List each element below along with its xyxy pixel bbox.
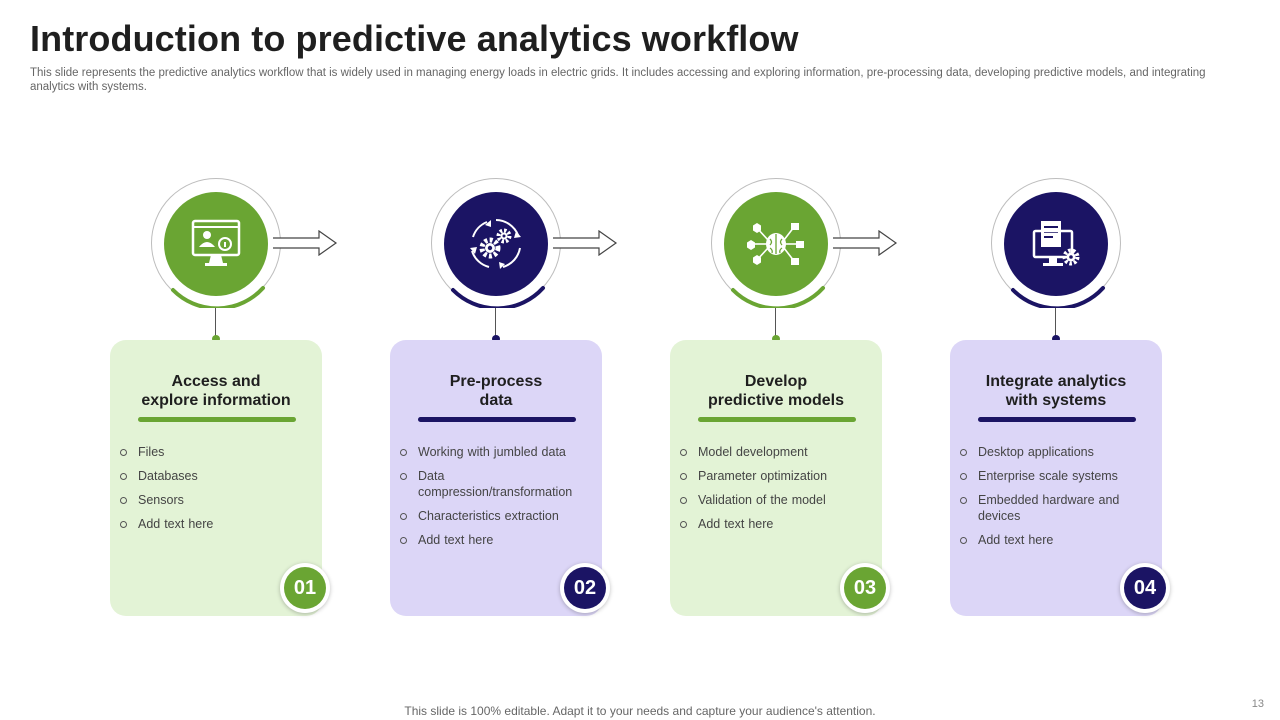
arrow-right-icon [273, 230, 338, 256]
progress-arc [451, 286, 545, 308]
list-item: Add text here [960, 532, 1156, 548]
list-item: Add text here [400, 532, 596, 548]
slide-footer: This slide is 100% editable. Adapt it to… [404, 704, 876, 718]
step-card: Integrate analytics with systems Desktop… [950, 340, 1170, 616]
step-number-badge: 03 [840, 563, 890, 613]
list-item: Data compression/transformation [400, 468, 596, 500]
step-item-list: Desktop applications Enterprise scale sy… [960, 444, 1156, 556]
icon-circle [1004, 192, 1108, 296]
connector-line [775, 308, 776, 336]
progress-arc [1011, 286, 1105, 308]
step-number-badge: 02 [560, 563, 610, 613]
connector-dot [492, 335, 500, 343]
connector-line [495, 308, 496, 336]
step-title: Integrate analytics with systems [985, 373, 1127, 409]
icon-circle [164, 192, 268, 296]
workflow-step-1: Access and explore information Files Dat… [110, 178, 350, 618]
list-item: Characteristics extraction [400, 508, 596, 524]
connector-line [215, 308, 216, 336]
step-item-list: Working with jumbled data Data compressi… [400, 444, 596, 556]
icon-circle [444, 192, 548, 296]
step-title: Develop predictive models [707, 373, 845, 409]
step-card: Develop predictive models Model developm… [670, 340, 890, 616]
title-underline [698, 417, 856, 422]
list-item: Model development [680, 444, 876, 460]
list-item: Add text here [680, 516, 876, 532]
list-item: Files [120, 444, 316, 460]
workflow-step-4: Integrate analytics with systems Desktop… [950, 178, 1190, 618]
connector-line [1055, 308, 1056, 336]
progress-arc [731, 286, 825, 308]
connector-dot [1052, 335, 1060, 343]
workflow-step-2: Pre-process data Working with jumbled da… [390, 178, 630, 618]
step-card: Access and explore information Files Dat… [110, 340, 330, 616]
slide-title: Introduction to predictive analytics wor… [30, 18, 799, 59]
arrow-right-icon [833, 230, 898, 256]
list-item: Embedded hardware and devices [960, 492, 1156, 524]
slide-subtitle: This slide represents the predictive ana… [30, 67, 1206, 93]
title-underline [418, 417, 576, 422]
list-item: Enterprise scale systems [960, 468, 1156, 484]
list-item: Databases [120, 468, 316, 484]
desktop-gear-icon [1032, 221, 1080, 266]
title-underline [138, 417, 296, 422]
progress-arc [171, 286, 265, 308]
list-item: Validation of the model [680, 492, 876, 508]
step-title: Pre-process data [449, 373, 543, 409]
gears-cycle-icon [470, 219, 521, 269]
connector-dot [212, 335, 220, 343]
page-number: 13 [1251, 698, 1264, 710]
monitor-user-info-icon [191, 219, 241, 266]
brain-network-icon [747, 223, 804, 265]
connector-dot [772, 335, 780, 343]
step-item-list: Model development Parameter optimization… [680, 444, 876, 540]
list-item: Parameter optimization [680, 468, 876, 484]
list-item: Sensors [120, 492, 316, 508]
icon-circle [724, 192, 828, 296]
workflow-step-3: Develop predictive models Model developm… [670, 178, 910, 618]
arrow-right-icon [553, 230, 618, 256]
step-item-list: Files Databases Sensors Add text here [120, 444, 316, 540]
step-number-badge: 04 [1120, 563, 1170, 613]
title-underline [978, 417, 1136, 422]
step-title: Access and explore information [141, 373, 291, 409]
list-item: Add text here [120, 516, 316, 532]
list-item: Desktop applications [960, 444, 1156, 460]
list-item: Working with jumbled data [400, 444, 596, 460]
step-card: Pre-process data Working with jumbled da… [390, 340, 610, 616]
step-number-badge: 01 [280, 563, 330, 613]
